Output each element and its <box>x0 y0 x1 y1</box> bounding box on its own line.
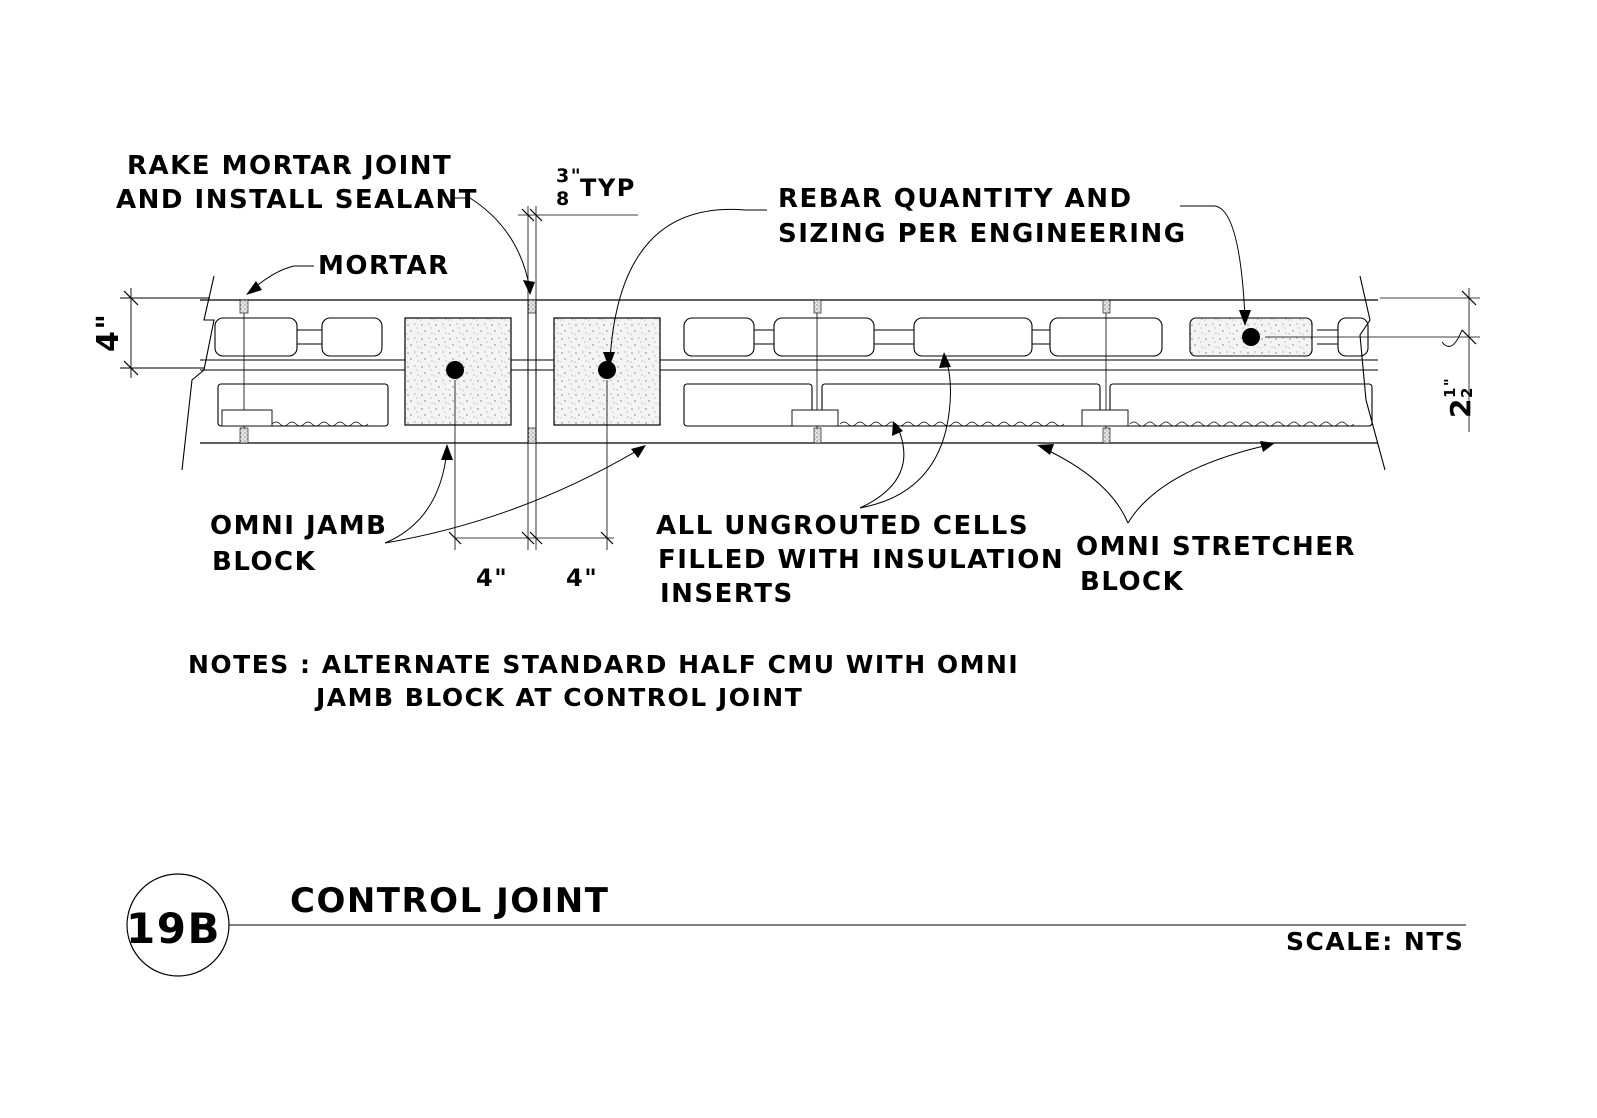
callouts: RAKE MORTAR JOINT AND INSTALL SEALANT 3"… <box>91 151 1477 609</box>
dim-right-label: 4" <box>566 564 598 592</box>
mortar-joint <box>527 299 537 314</box>
rebar-label-line2: SIZING PER ENGINEERING <box>778 219 1187 249</box>
mortar-label: MORTAR <box>318 251 450 281</box>
jamb-label-line1: OMNI JAMB <box>210 511 387 541</box>
leader-stretcher-2 <box>1127 444 1269 524</box>
mortar-joint <box>1102 299 1111 314</box>
leader-jamb-left <box>384 449 448 544</box>
ungrouted-cell <box>683 383 813 427</box>
leader-jamb-right <box>384 448 641 544</box>
detail-number: 19B <box>126 904 221 953</box>
offset-numerator: 1" <box>1441 377 1459 398</box>
ungrouted-label-line3: INSERTS <box>660 579 794 609</box>
notes: NOTES : ALTERNATE STANDARD HALF CMU WITH… <box>188 650 1019 712</box>
leader-stretcher-1 <box>1044 448 1129 524</box>
insulation-insert <box>271 421 369 427</box>
ungrouted-cell <box>821 383 1101 427</box>
mortar-joint <box>813 427 822 444</box>
offset-denominator: 2 <box>1458 386 1476 398</box>
leader-mortar <box>253 265 314 289</box>
rebar-dot <box>446 361 464 379</box>
left-break-line <box>181 275 215 471</box>
leader-rebar <box>609 208 767 361</box>
scale-label: SCALE: NTS <box>1286 927 1464 956</box>
ungrouted-cell <box>683 317 755 357</box>
dim-left-label: 4" <box>476 564 508 592</box>
jamb-label-line2: BLOCK <box>212 547 316 577</box>
mortar-joint <box>527 427 537 444</box>
mortar-joint <box>239 427 249 444</box>
mortar-joint <box>813 299 822 314</box>
stretcher-label-line2: BLOCK <box>1080 567 1184 597</box>
title-block: 19B CONTROL JOINT SCALE: NTS <box>126 873 1466 977</box>
stretcher-label-line1: OMNI STRETCHER <box>1076 532 1356 562</box>
insulation-insert <box>1129 421 1355 427</box>
wall-thickness-label: 4" <box>91 312 126 352</box>
ungrouted-cell <box>773 317 875 357</box>
ungrouted-label-line1: ALL UNGROUTED CELLS <box>656 511 1029 541</box>
mortar-joint <box>1102 427 1111 444</box>
leader-ungrouted-2 <box>859 427 905 509</box>
right-break-line <box>1359 275 1386 471</box>
joint-width-numerator: 3" <box>556 165 582 187</box>
wall-plan-section <box>181 275 1386 471</box>
dimensions <box>120 206 1480 550</box>
rebar-dot <box>1242 328 1260 346</box>
ungrouted-label-line2: FILLED WITH INSULATION <box>658 545 1064 575</box>
lower-cells <box>217 383 1373 427</box>
lower-tabs <box>221 409 1129 427</box>
rebar-label-line1: REBAR QUANTITY AND <box>778 184 1133 214</box>
block-webs <box>297 329 1338 345</box>
offset-dimension-label: 2 1" 2 <box>1441 377 1477 418</box>
joint-width-typ: TYP <box>580 174 636 202</box>
rake-label-line2: AND INSTALL SEALANT <box>116 185 478 215</box>
notes-line1: NOTES : ALTERNATE STANDARD HALF CMU WITH… <box>188 650 1019 679</box>
mortar-joint <box>239 299 249 314</box>
ungrouted-cell <box>1109 383 1373 427</box>
joint-width-denominator: 8 <box>556 188 571 210</box>
ungrouted-cell <box>913 317 1033 357</box>
ungrouted-cell <box>1049 317 1163 357</box>
ungrouted-cell <box>321 317 383 357</box>
rebar-dot <box>598 361 616 379</box>
rake-label-line1: RAKE MORTAR JOINT <box>127 151 452 181</box>
ungrouted-cell <box>214 317 298 357</box>
ungrouted-cell <box>217 383 389 427</box>
leader-rebar-right <box>1180 205 1246 319</box>
notes-line2: JAMB BLOCK AT CONTROL JOINT <box>314 683 803 712</box>
leader-rake <box>453 197 531 291</box>
leader-ungrouted-1 <box>859 357 951 509</box>
leader-lines <box>246 197 1275 544</box>
insulation-insert <box>839 421 1065 427</box>
offset-whole: 2 <box>1444 397 1477 418</box>
detail-title: CONTROL JOINT <box>290 881 609 921</box>
